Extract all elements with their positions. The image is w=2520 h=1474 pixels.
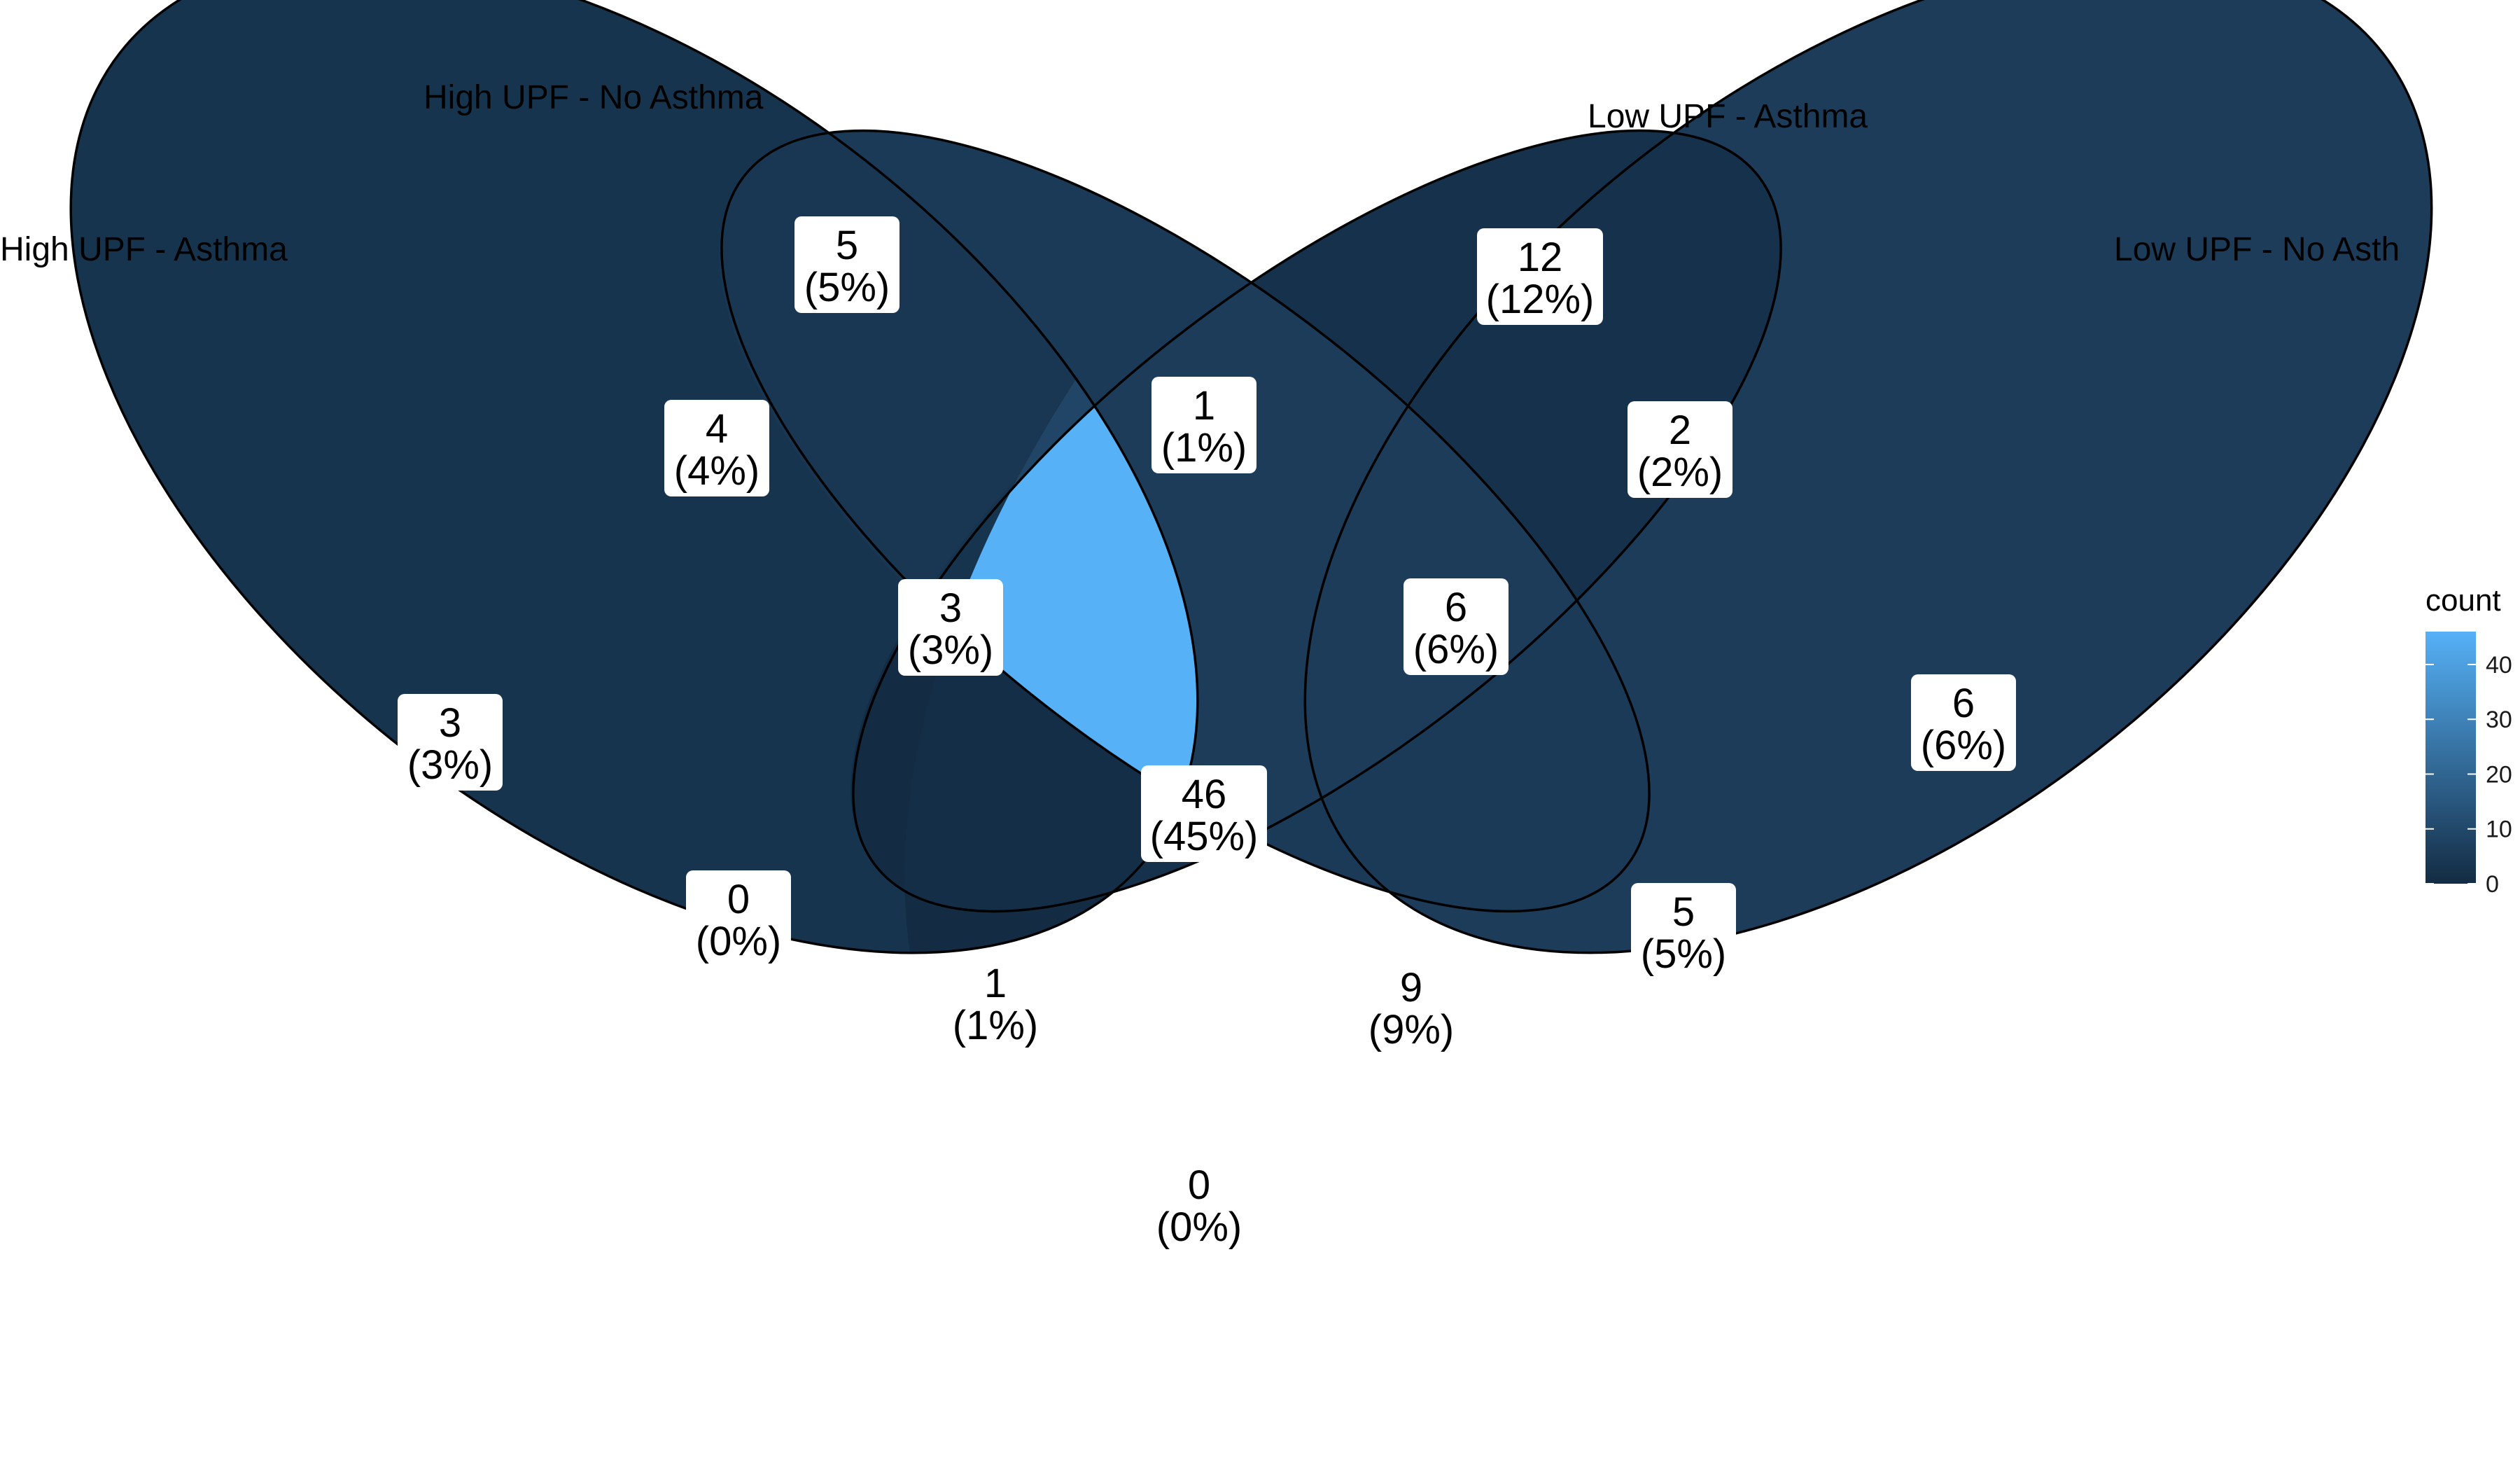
region-label-box: [398, 694, 503, 791]
region-label: 4(4%): [664, 400, 769, 496]
region-label: 0(0%): [1147, 1156, 1252, 1253]
region-label-box: [1477, 228, 1603, 325]
region-count: 0: [727, 877, 750, 922]
region-percent: (6%): [1921, 723, 2006, 768]
legend-title: count: [2426, 583, 2501, 618]
set-label-low-upf-asthma: Low UPF - Asthma: [1588, 98, 1868, 135]
region-label: 0(0%): [686, 870, 791, 967]
region-count: 6: [1445, 585, 1467, 630]
region-count: 3: [939, 585, 962, 631]
legend-tick-label: 30: [2486, 707, 2512, 733]
legend-tick-label: 20: [2486, 761, 2512, 788]
region-label-box: [1141, 765, 1267, 862]
region-percent: (5%): [804, 265, 890, 310]
region-count: 5: [1672, 889, 1695, 935]
venn-set-labels: High UPF - Asthma High UPF - No AsthmaLow…: [0, 79, 2400, 268]
region-label: 3(3%): [898, 579, 1003, 676]
region-label: 46(45%): [1141, 765, 1267, 862]
set-label-high-upf-no-asthma: High UPF - No Asthma: [424, 79, 764, 116]
venn-count-labels: 3(3%)5(5%)12(12%)6(6%)4(4%)1(1%)2(2%)3(3…: [398, 216, 2016, 1253]
region-percent: (5%): [1641, 931, 1726, 977]
region-count: 3: [439, 700, 461, 746]
region-percent: (1%): [1161, 425, 1247, 471]
set-outline-low-upf-no-asth: [1303, 0, 2433, 954]
region-label: 9(9%): [1359, 959, 1464, 1055]
region-count: 4: [706, 406, 728, 452]
region-percent: (1%): [953, 1003, 1038, 1048]
region-count: 12: [1518, 235, 1563, 280]
region-label-box: [1147, 1156, 1252, 1253]
region-label-box: [943, 954, 1048, 1051]
region-label: 5(5%): [794, 216, 899, 313]
region-percent: (0%): [1156, 1204, 1242, 1250]
region-label-box: [1359, 959, 1464, 1055]
region-percent: (2%): [1637, 450, 1723, 495]
legend-tick-label: 10: [2486, 816, 2512, 843]
region-count: 9: [1400, 965, 1422, 1010]
set-outline-high-upf-no-asthma: [720, 130, 1651, 912]
region-label-box: [1152, 377, 1256, 473]
venn-region-fills: [71, 0, 2432, 953]
region-label-box: [1911, 674, 2016, 771]
region-percent: (3%): [407, 742, 493, 788]
color-legend: count 0 10 20 30 40: [2426, 583, 2512, 898]
region-percent: (3%): [908, 627, 993, 673]
region-label-box: [794, 216, 899, 313]
region-percent: (0%): [696, 919, 781, 964]
region-label-box: [664, 400, 769, 496]
legend-tick-label: 40: [2486, 652, 2512, 679]
region-count: 1: [984, 961, 1007, 1006]
region-label: 1(1%): [943, 954, 1048, 1051]
region-count: 2: [1669, 408, 1691, 453]
region-count: 6: [1952, 681, 1975, 726]
region-label: 5(5%): [1631, 883, 1736, 980]
region-percent: (4%): [674, 448, 760, 494]
set-label-low-upf-no-asth: Low UPF - No Asth: [2114, 231, 2400, 268]
legend-tick-label: 0: [2486, 871, 2499, 898]
legend-ticks: 0 10 20 30 40: [2426, 652, 2512, 898]
region-count: 1: [1193, 383, 1215, 429]
set-label-high-upf-asthma: High UPF - Asthma: [0, 231, 288, 268]
region-label: 2(2%): [1628, 401, 1732, 498]
region-label: 6(6%): [1404, 578, 1508, 675]
region-label-box: [1628, 401, 1732, 498]
region-percent: (9%): [1368, 1007, 1454, 1052]
region-count: 5: [836, 223, 858, 268]
region-percent: (12%): [1486, 277, 1595, 322]
region-label-box: [1631, 883, 1736, 980]
region-label: 1(1%): [1152, 377, 1256, 473]
region-count: 0: [1188, 1162, 1210, 1208]
region-count: 46: [1182, 772, 1227, 817]
region-percent: (45%): [1150, 814, 1259, 859]
legend-colorbar: [2426, 632, 2476, 884]
region-label-box: [898, 579, 1003, 676]
region-label: 12(12%): [1477, 228, 1603, 325]
region-label-box: [1404, 578, 1508, 675]
region-label: 6(6%): [1911, 674, 2016, 771]
region-label-box: [686, 870, 791, 967]
region-label: 3(3%): [398, 694, 503, 791]
region-percent: (6%): [1413, 627, 1499, 672]
